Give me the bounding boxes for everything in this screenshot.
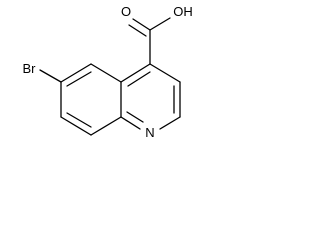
- bond-n1-c8a: [120, 116, 141, 130]
- bond-c4a-c5: [90, 63, 122, 83]
- bond-c-o-double-a: [132, 18, 151, 31]
- bond-c4-c3: [149, 63, 181, 83]
- bond-c4a-c4-inner: [127, 71, 151, 87]
- hydroxyl-label: OH: [173, 4, 193, 19]
- bond-c-o-double-b: [128, 24, 147, 37]
- bond-c6-br: [39, 69, 62, 83]
- nitrogen-label: N: [145, 125, 154, 140]
- quinoline-structure-diagram: O OH Br N: [23, 4, 193, 140]
- oxygen-carbonyl-label: O: [121, 4, 131, 19]
- bond-c5-c6-inner: [66, 71, 92, 87]
- bond-n1-c8a-inner: [126, 111, 144, 123]
- bond-c7-c8: [60, 116, 92, 136]
- bond-c4a-c4: [120, 63, 151, 83]
- bond-c7-c8-inner: [66, 112, 92, 128]
- bond-c2-n1: [159, 116, 181, 130]
- bond-c-oh: [149, 17, 171, 31]
- bromine-label: Br: [23, 61, 37, 76]
- bond-c5-c6: [60, 63, 92, 83]
- bond-c8-c8a: [90, 116, 122, 136]
